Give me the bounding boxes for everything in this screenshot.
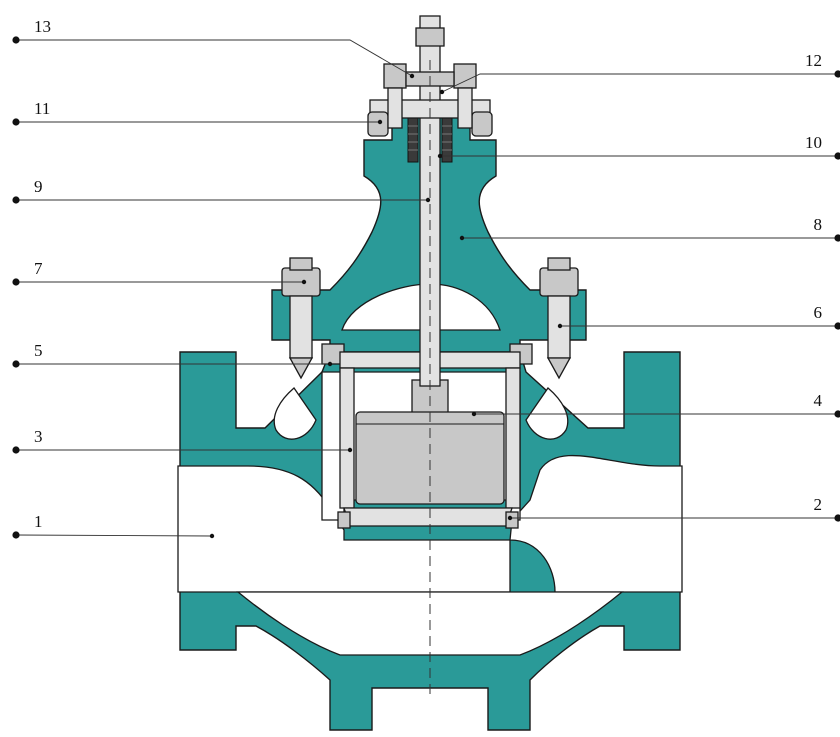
leader-end-dot-2: [834, 514, 840, 522]
part-label-11: 11: [34, 99, 50, 118]
left-flange-recess: [273, 387, 317, 440]
cage: [339, 351, 521, 509]
part-label-7: 7: [34, 259, 43, 278]
leader-target-dot-9: [425, 197, 431, 203]
leader-end-dot-1: [12, 531, 20, 539]
leader-target-dot-2: [507, 515, 513, 521]
gland-bolts: [383, 63, 477, 129]
leader-end-dot-9: [12, 196, 20, 204]
leader-target-dot-5: [327, 361, 333, 367]
leader-target-dot-12: [439, 89, 445, 95]
leader-target-dot-8: [459, 235, 465, 241]
leader-line-13: [16, 39, 413, 77]
part-label-5: 5: [34, 341, 43, 360]
leader-end-dot-3: [12, 446, 20, 454]
leader-target-dot-3: [347, 447, 353, 453]
outlet-passage: [509, 454, 683, 593]
leader-target-dot-1: [209, 533, 215, 539]
part-label-1: 1: [34, 512, 43, 531]
leader-target-dot-10: [437, 153, 443, 159]
inlet-passage: [177, 465, 511, 593]
leader-end-dot-12: [834, 70, 840, 78]
leader-target-dot-6: [557, 323, 563, 329]
part-label-12: 12: [805, 51, 822, 70]
leader-target-dot-13: [409, 73, 415, 79]
leader-end-dot-4: [834, 410, 840, 418]
leader-end-dot-11: [12, 118, 20, 126]
seat-ring: [337, 507, 519, 529]
part-label-6: 6: [814, 303, 823, 322]
leader-end-dot-5: [12, 360, 20, 368]
part-label-9: 9: [34, 177, 43, 196]
leader-end-dot-6: [834, 322, 840, 330]
leader-line-12: [441, 73, 838, 93]
left-stud-bolt: [281, 257, 321, 380]
leader-target-dot-4: [471, 411, 477, 417]
part-label-8: 8: [814, 215, 823, 234]
leader-end-dot-8: [834, 234, 840, 242]
part-label-3: 3: [34, 427, 43, 446]
leader-end-dot-10: [834, 152, 840, 160]
leader-end-dot-13: [12, 36, 20, 44]
part-label-4: 4: [814, 391, 823, 410]
part-label-10: 10: [805, 133, 822, 152]
leader-target-dot-11: [377, 119, 383, 125]
leader-end-dot-7: [12, 278, 20, 286]
leader-line-1: [15, 534, 213, 537]
leader-target-dot-7: [301, 279, 307, 285]
part-label-13: 13: [34, 17, 51, 36]
part-label-2: 2: [814, 495, 823, 514]
